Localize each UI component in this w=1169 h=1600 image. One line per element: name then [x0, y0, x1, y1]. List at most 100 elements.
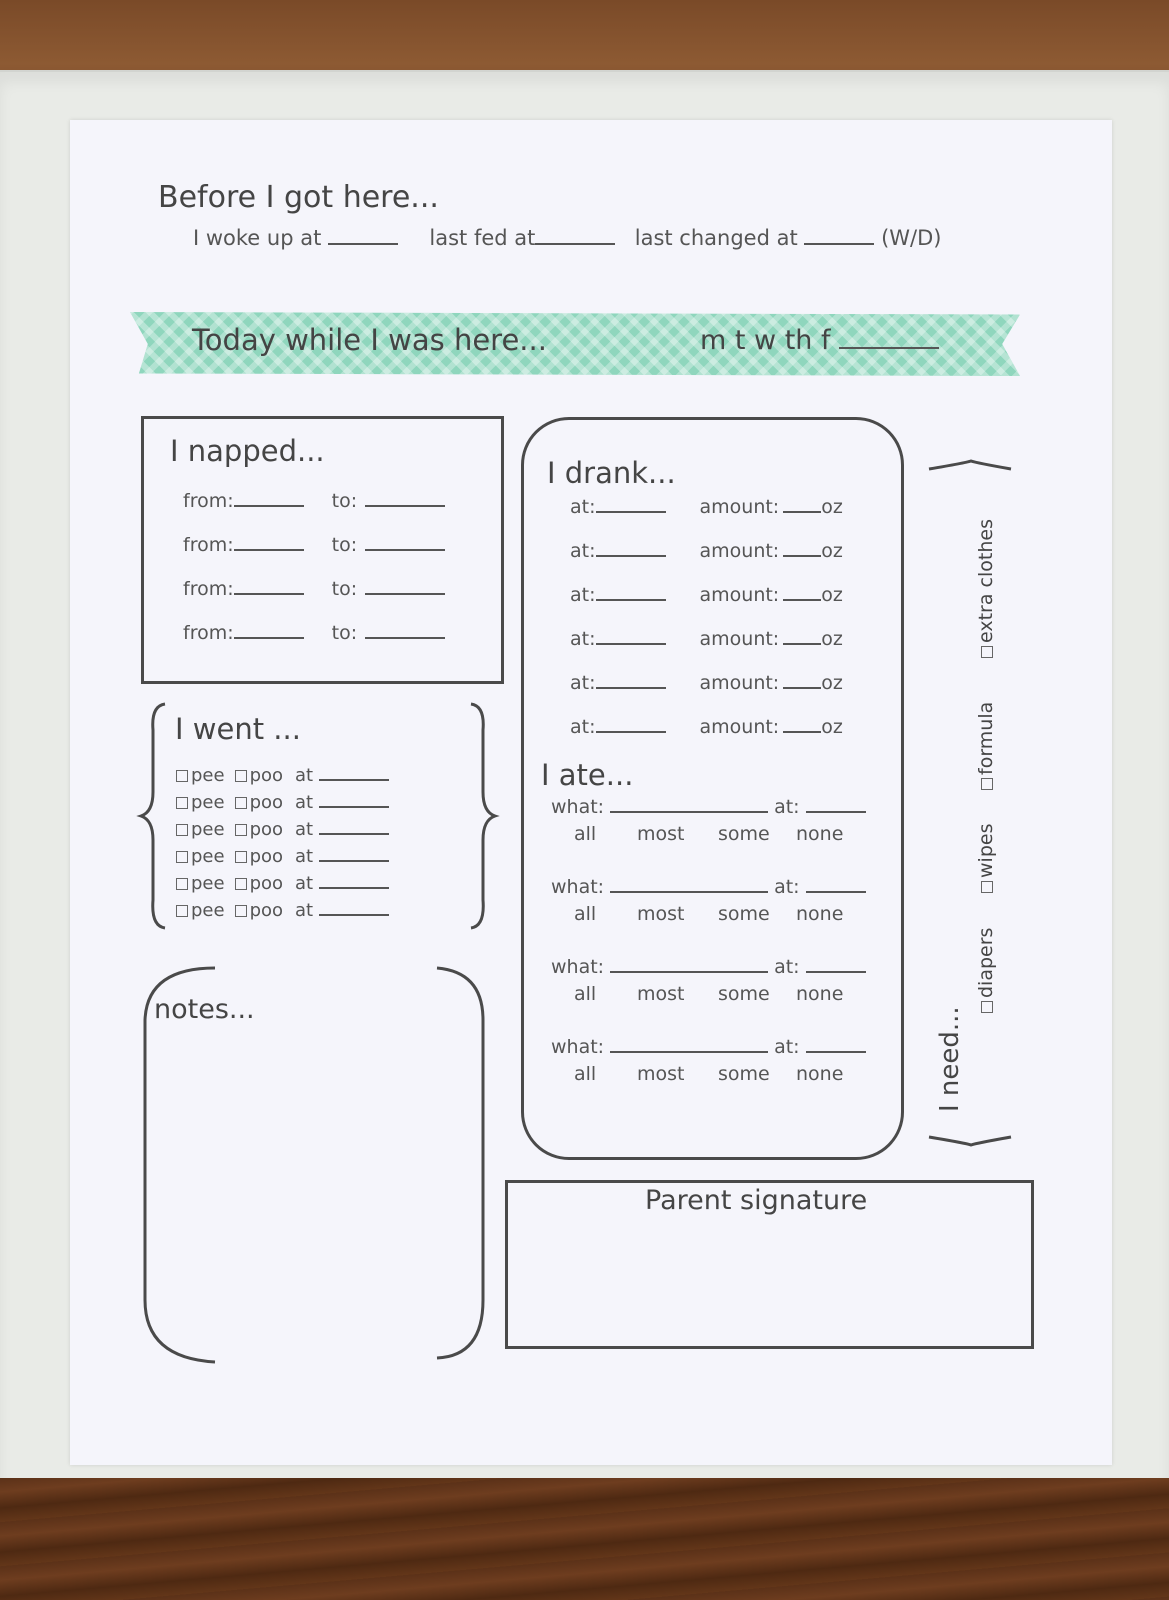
ate-what-row: what:at: — [551, 956, 866, 978]
signature-box[interactable] — [505, 1180, 1034, 1349]
amount-option[interactable]: most — [637, 1063, 685, 1085]
amount-option[interactable]: all — [574, 983, 597, 1005]
to-blank[interactable] — [365, 505, 446, 507]
ate-title: I ate... — [541, 758, 634, 792]
date-blank[interactable] — [839, 347, 940, 349]
checkbox[interactable] — [176, 797, 188, 809]
amount-option[interactable]: most — [637, 823, 685, 845]
woke-blank[interactable] — [328, 243, 399, 245]
amount-option[interactable]: most — [637, 903, 685, 925]
time-blank[interactable] — [595, 555, 666, 557]
time-blank[interactable] — [595, 511, 666, 513]
checkbox[interactable] — [234, 770, 247, 782]
what-blank[interactable] — [610, 891, 769, 893]
checkbox[interactable] — [980, 1001, 993, 1013]
amount-option[interactable]: all — [574, 1063, 597, 1085]
need-brackets — [928, 459, 1012, 1147]
time-blank[interactable] — [805, 811, 866, 813]
before-row: I woke up at last fed at last changed at… — [193, 226, 941, 250]
from-blank[interactable] — [233, 637, 304, 639]
time-blank[interactable] — [805, 971, 866, 973]
woke-label: I woke up at — [193, 226, 322, 250]
time-blank[interactable] — [319, 860, 390, 862]
checkbox[interactable] — [176, 770, 188, 782]
at-label: at: — [570, 628, 596, 650]
time-blank[interactable] — [319, 887, 390, 889]
time-blank[interactable] — [595, 731, 666, 733]
time-blank[interactable] — [595, 687, 666, 689]
changed-blank[interactable] — [804, 243, 875, 245]
amount-blank[interactable] — [783, 511, 822, 513]
need-extra-clothes[interactable]: extra clothes — [975, 519, 997, 658]
checkbox[interactable] — [980, 646, 993, 658]
amount-blank[interactable] — [783, 555, 822, 557]
checkbox[interactable] — [234, 878, 247, 890]
amount-blank[interactable] — [783, 643, 822, 645]
checkbox[interactable] — [234, 905, 247, 917]
checkbox[interactable] — [234, 797, 247, 809]
time-blank[interactable] — [595, 643, 666, 645]
need-formula[interactable]: formula — [975, 702, 997, 790]
drank-row: at:amount:oz — [570, 496, 843, 518]
checkbox[interactable] — [234, 824, 247, 836]
notes-area[interactable] — [150, 1035, 470, 1350]
notes-brackets — [143, 966, 485, 1364]
amount-option[interactable]: all — [574, 903, 597, 925]
time-blank[interactable] — [319, 914, 390, 916]
time-blank[interactable] — [319, 833, 390, 835]
banner-title: Today while I was here... — [192, 323, 547, 357]
fed-blank[interactable] — [535, 243, 616, 245]
changed-label: last changed at — [634, 226, 798, 250]
drank-row: at:amount:oz — [570, 716, 843, 738]
amount-option[interactable]: some — [718, 903, 770, 925]
need-formula-label: formula — [975, 701, 997, 775]
time-blank[interactable] — [319, 779, 390, 781]
need-diapers[interactable]: diapers — [975, 928, 997, 1013]
drank-row: at:amount:oz — [570, 628, 843, 650]
from-blank[interactable] — [233, 593, 304, 595]
what-blank[interactable] — [610, 1051, 769, 1053]
to-label: to: — [331, 578, 358, 600]
checkbox[interactable] — [176, 824, 188, 836]
what-blank[interactable] — [610, 971, 769, 973]
wd-label: (W/D) — [881, 226, 942, 250]
from-blank[interactable] — [233, 549, 304, 551]
drank-row: at:amount:oz — [570, 584, 843, 606]
from-blank[interactable] — [233, 505, 304, 507]
amount-label: amount: — [699, 496, 780, 518]
amount-blank[interactable] — [783, 687, 822, 689]
to-blank[interactable] — [365, 549, 446, 551]
amount-option[interactable]: none — [796, 1063, 844, 1085]
amount-blank[interactable] — [783, 731, 822, 733]
checkbox[interactable] — [980, 881, 993, 893]
checkbox[interactable] — [176, 905, 188, 917]
time-blank[interactable] — [595, 599, 666, 601]
amount-option[interactable]: most — [637, 983, 685, 1005]
amount-blank[interactable] — [783, 599, 822, 601]
to-blank[interactable] — [365, 593, 446, 595]
time-blank[interactable] — [805, 891, 866, 893]
checkbox[interactable] — [234, 851, 247, 863]
ate-what-row: what:at: — [551, 876, 866, 898]
checkbox[interactable] — [980, 778, 993, 790]
need-wipes[interactable]: wipes — [975, 824, 997, 893]
time-blank[interactable] — [805, 1051, 866, 1053]
what-blank[interactable] — [610, 811, 769, 813]
amount-option[interactable]: some — [718, 823, 770, 845]
went-braces — [136, 702, 500, 930]
from-label: from: — [183, 490, 234, 512]
amount-option[interactable]: none — [796, 823, 844, 845]
amount-option[interactable]: all — [574, 823, 597, 845]
amount-option[interactable]: some — [718, 1063, 770, 1085]
amount-option[interactable]: some — [718, 983, 770, 1005]
napped-row: from:to: — [183, 534, 446, 556]
amount-option[interactable]: none — [796, 903, 844, 925]
to-blank[interactable] — [365, 637, 446, 639]
amount-option[interactable]: none — [796, 983, 844, 1005]
napped-title: I napped... — [170, 434, 325, 468]
checkbox[interactable] — [176, 878, 188, 890]
time-blank[interactable] — [319, 806, 390, 808]
checkbox[interactable] — [176, 851, 188, 863]
went-title: I went ... — [175, 712, 301, 746]
